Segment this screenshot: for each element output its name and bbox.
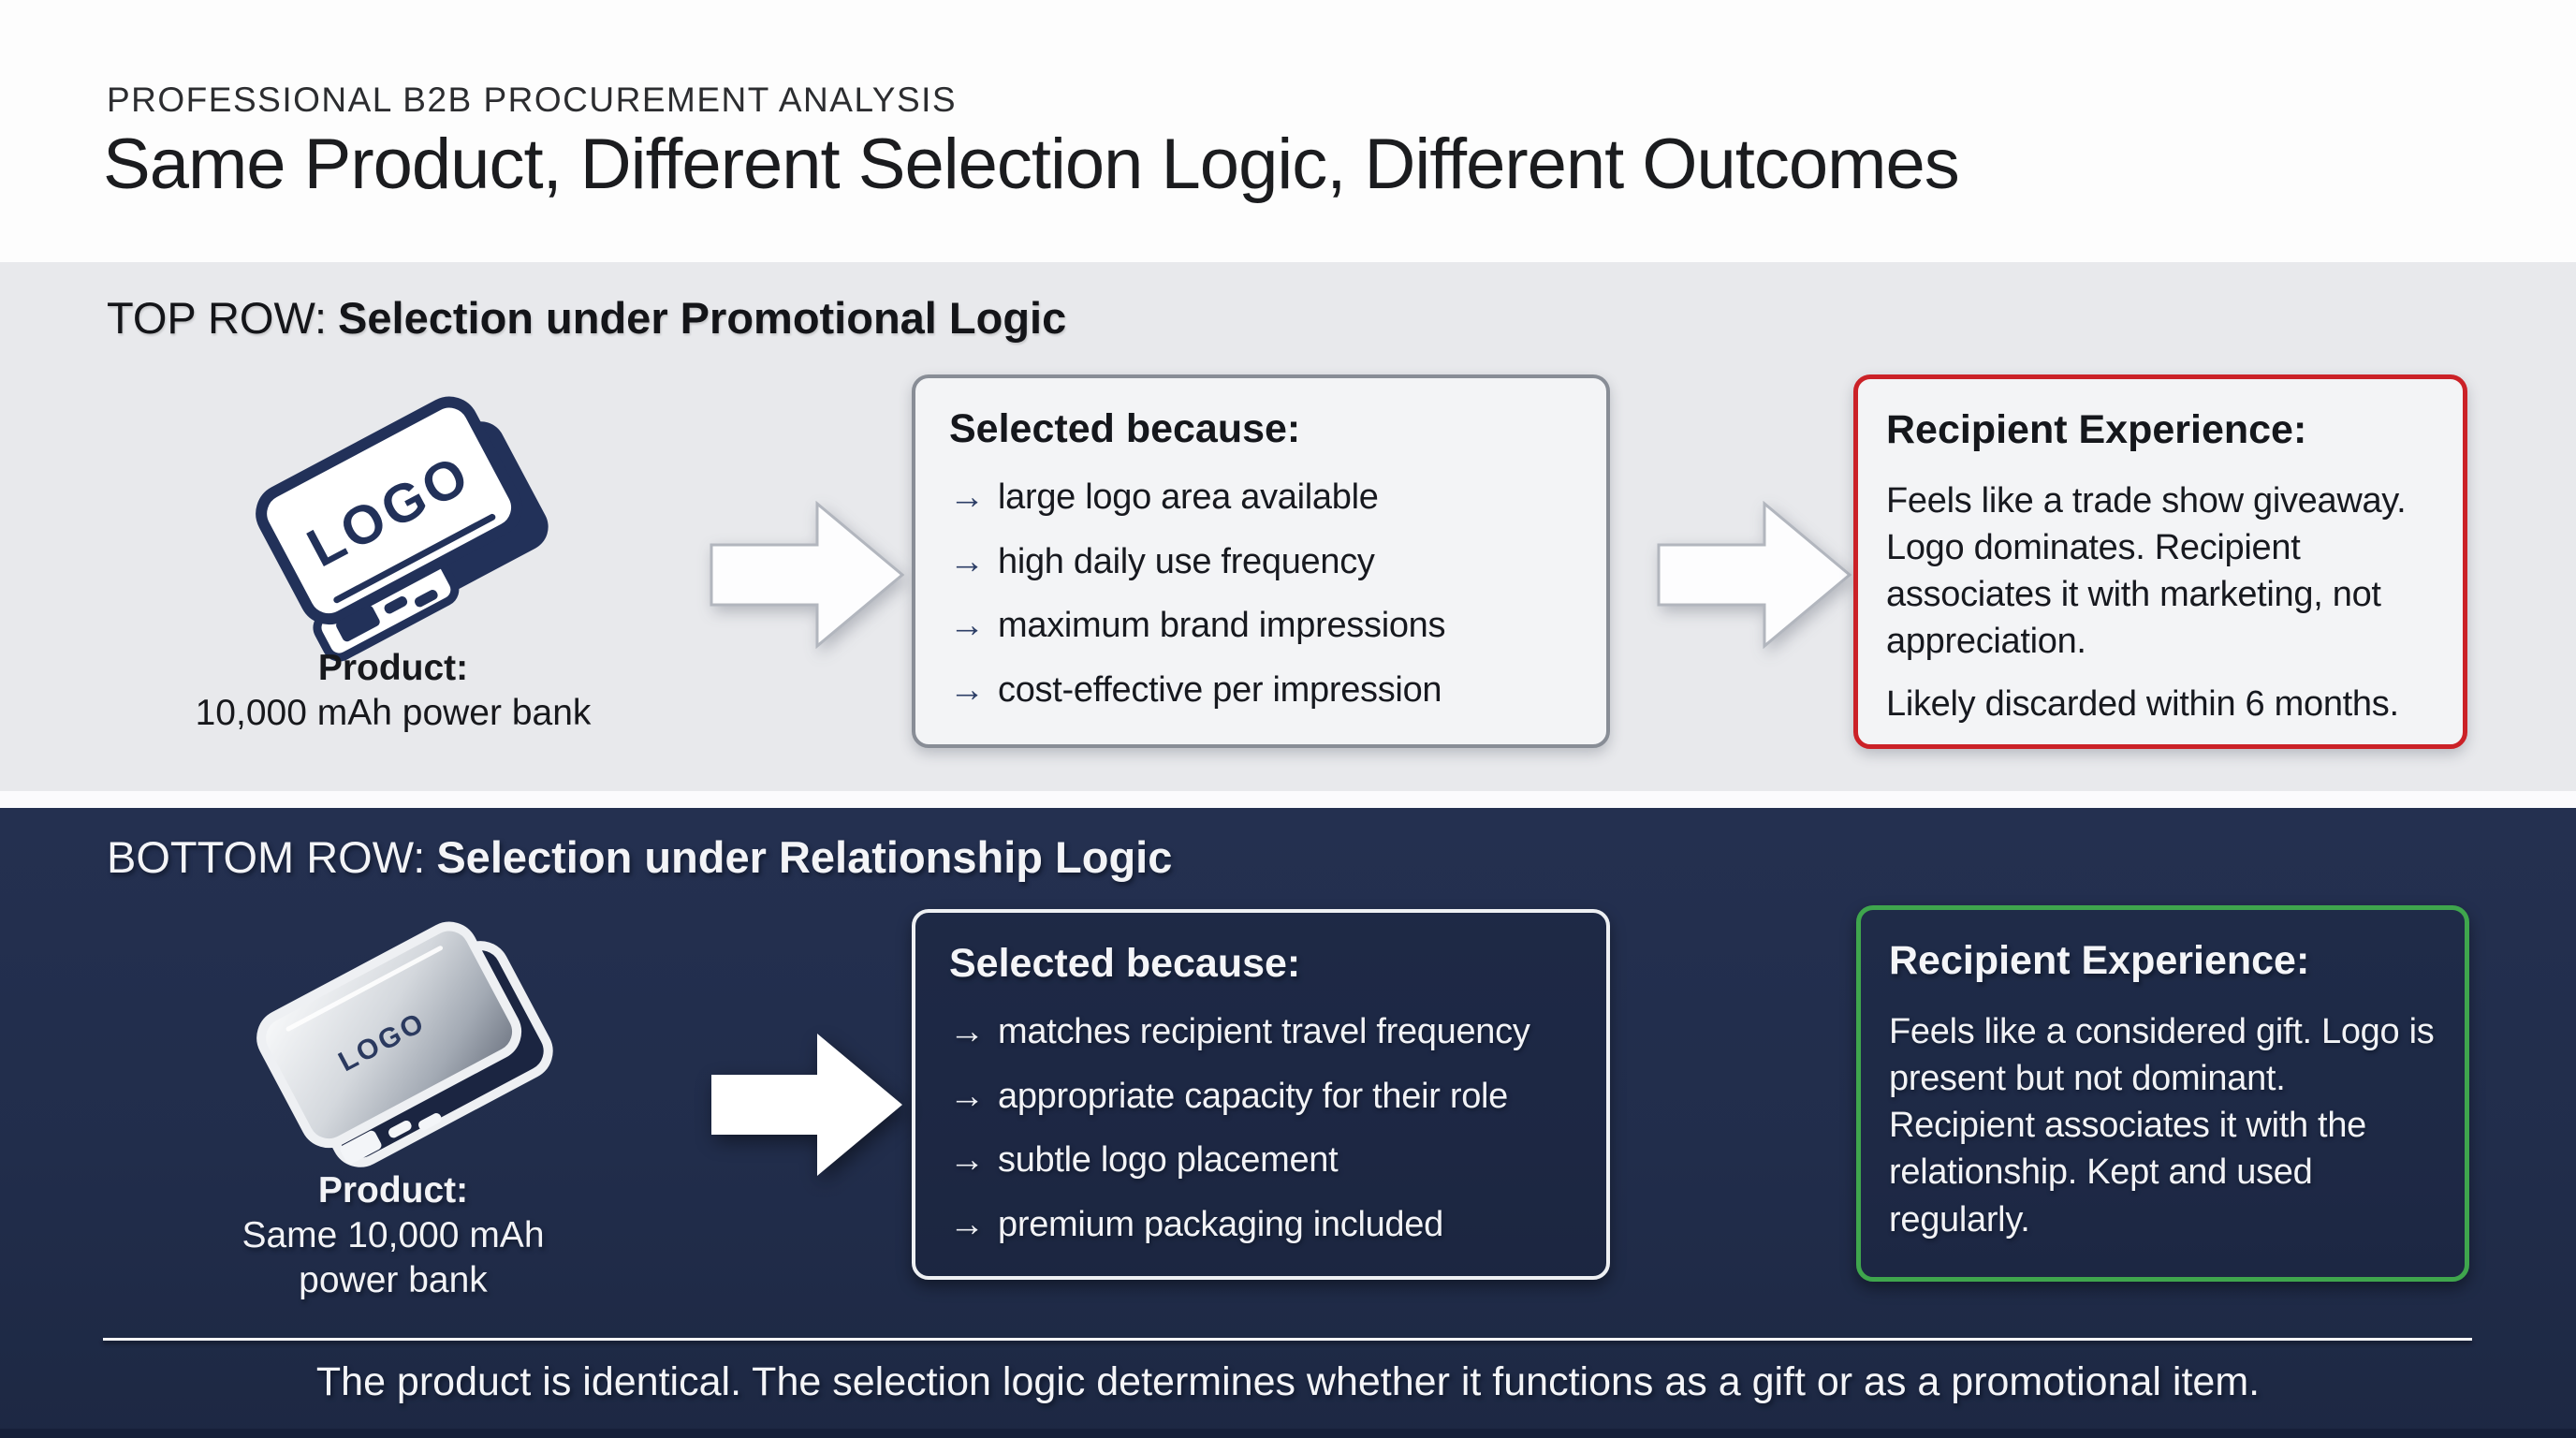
experience-body: Feels like a considered gift. Logo is pr… [1889,1012,2435,1240]
reason-item: → subtle logo placement [949,1139,1573,1182]
reason-text: cost-effective per impression [998,669,1442,710]
box-title: Recipient Experience: [1886,407,2307,452]
arrow-bullet-icon: → [949,1076,985,1116]
product-name-line1: Same 10,000 mAh [242,1215,545,1255]
arrow-bullet-icon: → [949,606,985,646]
small-port-icon [388,1120,412,1138]
box-title: Selected because: [949,941,1301,986]
product-label: Product: [317,648,469,688]
reason-text: high daily use frequency [998,541,1375,581]
recipient-experience-box-promotional: Recipient Experience: Feels like a trade… [1853,374,2467,749]
product-label: Product: [317,1170,469,1211]
flow-arrow-icon [711,1034,902,1176]
powerbank-highlight-accent [285,946,444,1032]
arrow-bullet-icon: → [949,1012,985,1051]
footer-divider-line [103,1338,2472,1341]
page-title: Same Product, Different Selection Logic,… [103,125,1960,204]
powerbank-top-face [256,921,522,1149]
bottom-edge-strip [0,1429,2576,1438]
usb-port-icon [336,605,380,642]
product-name-line2: power bank [299,1260,488,1300]
small-port-icon [384,596,408,614]
arrow-bullet-icon: → [949,669,985,710]
powerbank-top-face [256,396,523,625]
reason-text: maximum brand impressions [998,606,1446,646]
bottom-product-caption: Product: Same 10,000 mAh power bank [112,1168,674,1303]
bottom-row-heading-prefix: BOTTOM ROW: [107,832,426,882]
top-row-heading: TOP ROW:Selection under Promotional Logi… [107,292,1066,344]
product-name: 10,000 mAh power bank [195,693,592,733]
reason-text: matches recipient travel frequency [998,1012,1530,1051]
small-port-icon [418,1112,442,1131]
experience-body: Feels like a trade show giveaway. Logo d… [1886,481,2407,662]
recipient-experience-box-relationship: Recipient Experience: Feels like a consi… [1856,905,2469,1282]
selected-because-box-promotional: Selected because: → large logo area avai… [912,374,1610,748]
flow-arrow-icon [710,500,905,650]
top-product-caption: Product: 10,000 mAh power bank [112,646,674,736]
reason-text: appropriate capacity for their role [998,1076,1509,1116]
powerbank-edge-accent [333,513,496,604]
arrow-bullet-icon: → [949,541,985,581]
small-port-icon [415,589,438,608]
reason-item: → maximum brand impressions [949,605,1573,648]
reason-item: → high daily use frequency [949,541,1573,584]
top-row-heading-prefix: TOP ROW: [107,293,328,343]
usb-port-icon [340,1130,382,1165]
box-title: Recipient Experience: [1889,938,2310,983]
flow-arrow-icon [1657,500,1852,650]
reason-text: large logo area available [998,477,1379,517]
powerbank-relationship-illustration: LOGO [256,921,553,1167]
reason-item: → appropriate capacity for their role [949,1076,1573,1119]
reason-item: → matches recipient travel frequency [949,1011,1573,1054]
top-row-heading-emphasis: Selection under Promotional Logic [338,293,1067,343]
arrow-bullet-icon: → [949,1204,985,1244]
reason-item: → premium packaging included [949,1204,1573,1247]
selected-because-box-relationship: Selected because: → matches recipient tr… [912,909,1610,1280]
arrow-bullet-icon: → [949,1140,985,1181]
reason-item: → cost-effective per impression [949,669,1573,712]
box-title: Selected because: [949,406,1301,451]
bottom-row-heading: BOTTOM ROW:Selection under Relationship … [107,831,1172,883]
header-eyebrow: PROFESSIONAL B2B PROCUREMENT ANALYSIS [107,81,958,119]
section-divider [0,791,2576,808]
arrow-bullet-icon: → [949,477,985,517]
bottom-row-heading-emphasis: Selection under Relationship Logic [436,832,1173,882]
experience-footnote: Likely discarded within 6 months. [1886,683,2399,724]
footer-text: The product is identical. The selection … [315,1359,2261,1404]
powerbank-promotional-illustration: LOGO [256,396,549,662]
reason-text: subtle logo placement [998,1140,1339,1181]
reason-text: premium packaging included [998,1204,1443,1244]
reason-item: → large logo area available [949,477,1573,520]
